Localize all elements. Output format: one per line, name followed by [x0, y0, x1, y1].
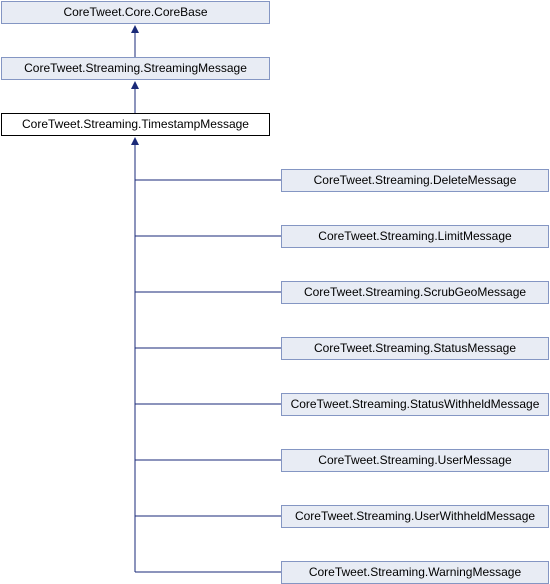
node-streaming-message[interactable]: CoreTweet.Streaming.StreamingMessage	[1, 57, 270, 80]
node-user-withheld-message[interactable]: CoreTweet.Streaming.UserWithheldMessage	[281, 505, 549, 528]
edges-group	[131, 25, 281, 573]
node-status-message[interactable]: CoreTweet.Streaming.StatusMessage	[281, 337, 549, 360]
node-limit-message[interactable]: CoreTweet.Streaming.LimitMessage	[281, 225, 549, 248]
node-core-base[interactable]: CoreTweet.Core.CoreBase	[1, 1, 270, 24]
arrowhead-timestamp	[131, 137, 139, 145]
node-warning-message[interactable]: CoreTweet.Streaming.WarningMessage	[281, 561, 549, 584]
node-delete-message[interactable]: CoreTweet.Streaming.DeleteMessage	[281, 169, 549, 192]
arrowhead-corebase	[131, 25, 139, 33]
node-status-withheld-message[interactable]: CoreTweet.Streaming.StatusWithheldMessag…	[281, 393, 549, 416]
node-scrub-geo-message[interactable]: CoreTweet.Streaming.ScrubGeoMessage	[281, 281, 549, 304]
node-user-message[interactable]: CoreTweet.Streaming.UserMessage	[281, 449, 549, 472]
node-timestamp-message: CoreTweet.Streaming.TimestampMessage	[1, 113, 270, 136]
arrowhead-streaming	[131, 81, 139, 89]
